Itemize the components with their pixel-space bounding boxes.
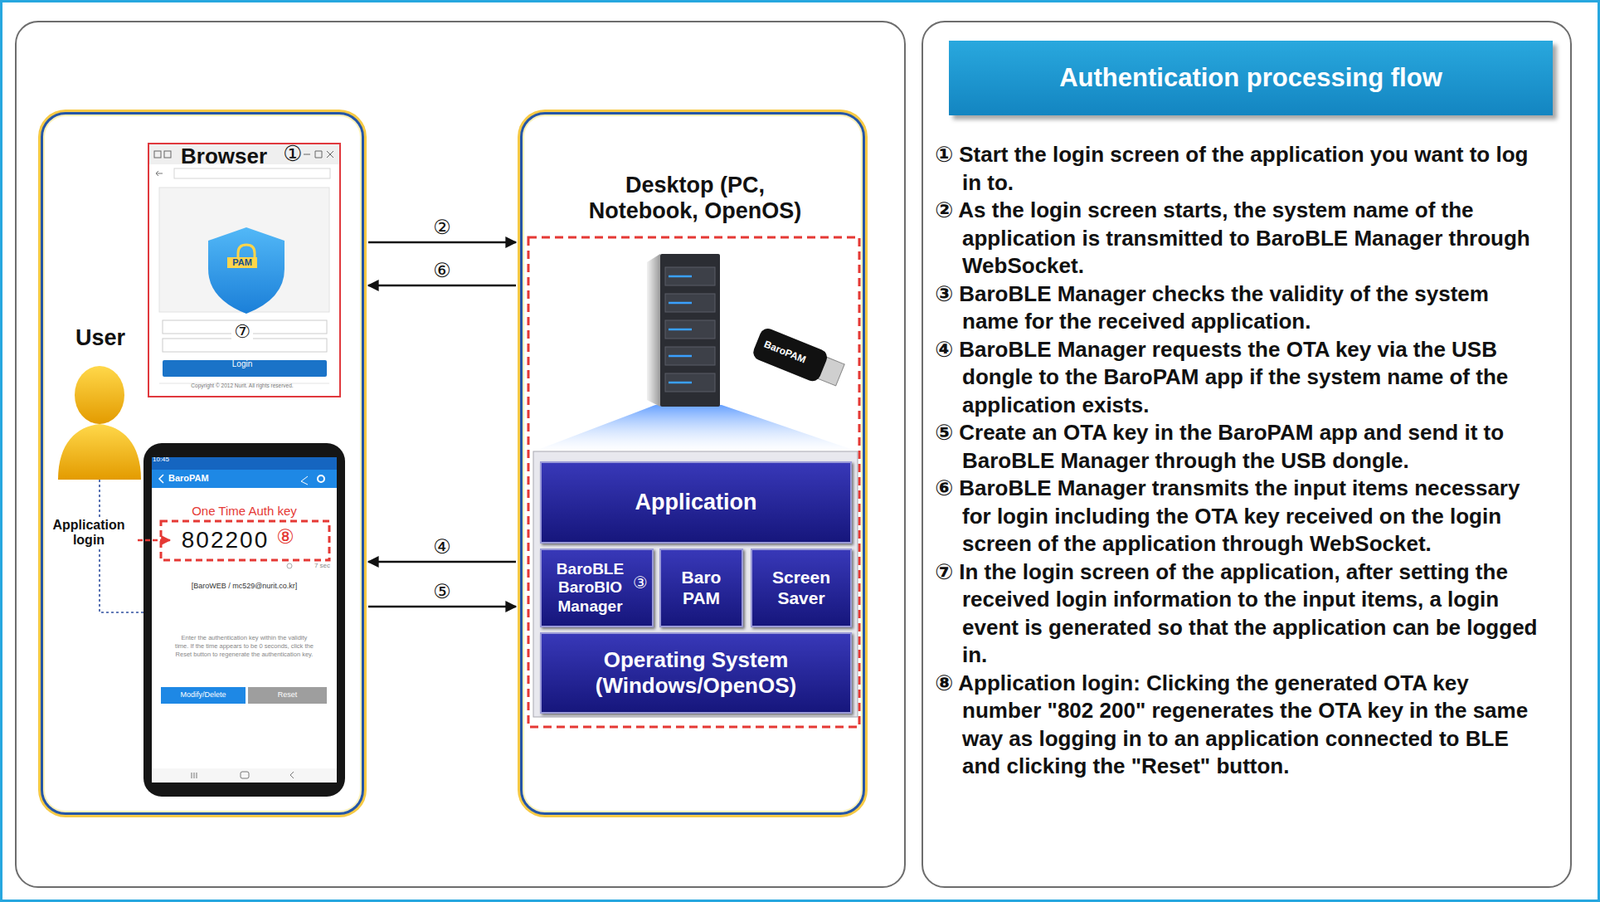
button-label: Login [158, 359, 326, 370]
step-text: ⑥ BaroBLE Manager transmits the input it… [934, 474, 1545, 559]
usb-plug [817, 356, 845, 386]
modify-button [160, 686, 246, 704]
step-text: ⑤ Create an OTA key in the BaroPAM app a… [934, 418, 1545, 475]
step-text: ⑧ Application login: Clicking the genera… [934, 669, 1545, 781]
nav-bar [151, 768, 337, 783]
browser-window: Browser [147, 142, 341, 398]
callout-number: ② [425, 215, 459, 239]
nav-icons [191, 771, 294, 779]
node-text: Operating System (Windows/OpenOS) [549, 646, 842, 698]
drive-bay [665, 293, 715, 312]
callout-number: ③ [630, 573, 651, 593]
step-text: ③ BaroBLE Manager checks the validity of… [934, 280, 1545, 336]
node-text: BaroBLE BaroBIO Manager [549, 559, 631, 616]
dashed-boundary [528, 237, 860, 727]
login-pointer [137, 539, 171, 542]
node-text: 7 sec [293, 561, 331, 569]
step-list: ① Start the login screen of the applicat… [934, 141, 1545, 781]
step-caption: Application login [47, 517, 131, 549]
usb-dongle [750, 325, 847, 391]
component-box: Baro PAM [659, 548, 744, 628]
content-area [159, 187, 330, 312]
component-box: Application [539, 461, 852, 544]
drive-bay [665, 320, 715, 339]
node-text: Modify/Delete [160, 690, 246, 699]
shield-icon [208, 227, 285, 314]
back-icon [155, 170, 163, 176]
group-box: User BrowserBaroPAM One Time Auth key 80220… [40, 111, 365, 815]
person-body [58, 423, 142, 480]
footer-note: Copyright © 2012 Nurit. All rights reser… [149, 382, 336, 389]
status-led [668, 301, 692, 305]
status-time: 10:45 [152, 455, 186, 463]
flow-arrow [368, 241, 516, 244]
app-bar [151, 469, 337, 488]
drive-bay [665, 267, 715, 286]
node-text: Browser [180, 144, 285, 170]
person-head [74, 365, 125, 424]
node-text: Enter the authentication key within the … [175, 633, 314, 658]
callout-number: ⑦ [231, 320, 253, 342]
step-text: ① Start the login screen of the applicat… [934, 141, 1545, 197]
step-text: ② As the login screen starts, the system… [934, 196, 1545, 281]
gear-icon [317, 475, 325, 482]
callout-number: ⑧ [273, 525, 297, 549]
key-highlight [160, 520, 330, 560]
callout-number: ④ [425, 534, 459, 559]
flow-arrow [368, 284, 516, 287]
drive-bay [665, 346, 715, 365]
component-box: Operating System (Windows/OpenOS) [539, 632, 852, 714]
shield-badge: PAM [227, 257, 258, 268]
tower-side [646, 253, 661, 407]
status-led [668, 355, 692, 358]
node-text: Screen Saver [760, 567, 842, 609]
status-led [668, 275, 692, 278]
tab-icon [164, 150, 171, 158]
address-bar [174, 168, 331, 179]
software-base [533, 451, 858, 717]
status-bar [151, 457, 337, 470]
share-icon [301, 476, 308, 485]
callout-number: ⑥ [425, 258, 459, 283]
callout-number: ⑤ [425, 579, 459, 604]
step-text: ④ BaroBLE Manager requests the OTA key v… [934, 335, 1545, 420]
flow-arrow [368, 605, 516, 608]
dongle-body [750, 325, 830, 384]
node-text: Reset [248, 690, 327, 699]
node-text: Authentication processing flow [1059, 63, 1443, 94]
tower-front [660, 253, 720, 407]
node-text: Application [635, 489, 758, 516]
tab-icon [154, 150, 161, 158]
component-box: Screen Saver [750, 548, 852, 628]
callout-number: ① [280, 141, 306, 167]
nav-home [240, 771, 249, 779]
node-text: One Time Auth key [151, 503, 337, 518]
header-bar: Authentication processing flow [948, 40, 1553, 116]
light-beam [533, 404, 858, 452]
timer-icon [286, 563, 292, 569]
node-text: User [67, 325, 134, 351]
node-text: Baro PAM [669, 567, 734, 609]
window-controls [303, 150, 334, 158]
back-icon [159, 474, 164, 483]
flow-arrow [368, 560, 516, 564]
phone-screen [151, 457, 337, 783]
node-text: BaroPAM [168, 472, 235, 484]
status-led [668, 328, 692, 331]
node-text: 802200 [173, 526, 278, 554]
node-text: Desktop (PC, Notebook, OpenOS) [574, 172, 816, 224]
step-text: ⑦ In the login screen of the application… [934, 558, 1545, 670]
status-led [668, 381, 692, 385]
reset-button [248, 686, 327, 704]
phone-screen-box: BaroPAM One Time Auth key 802200 7 sec [Baro… [143, 442, 346, 797]
drive-bay [665, 373, 715, 392]
node-text: [BaroWEB / mc529@nurit.co.kr] [153, 581, 336, 590]
dongle-brand: BaroPAM [751, 335, 818, 371]
group-box: Desktop (PC, Notebook, OpenOS) Applicatio… [520, 111, 866, 815]
node-outline-art [143, 442, 346, 797]
